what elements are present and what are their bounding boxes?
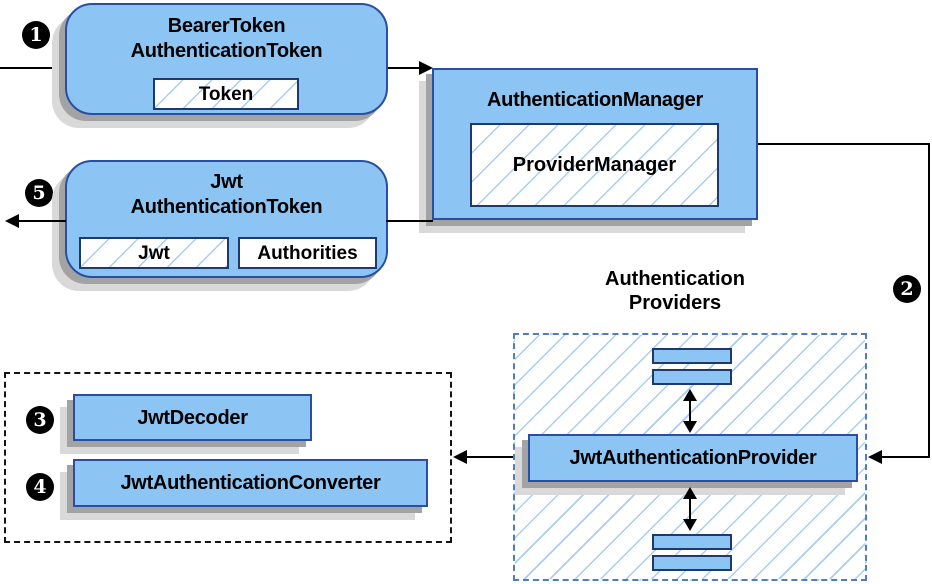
provider-to-decoder-line [466, 456, 513, 458]
manager-to-provider-line-bottom [881, 456, 930, 458]
bearer-token-title-line2: AuthenticationToken [130, 40, 323, 62]
step-5-badge: 5 [25, 179, 53, 207]
provider-stack-top-bar-1 [652, 348, 732, 364]
bidirectional-arrow-bottom-line [689, 496, 691, 522]
jwt-token-title-line2: AuthenticationToken [130, 196, 323, 218]
outgoing-response-line [16, 220, 66, 222]
step-1-badge: 1 [22, 21, 50, 49]
jwt-token-title-line1: Jwt [210, 171, 243, 193]
decoder-dashed-container [4, 372, 452, 543]
manager-to-provider-arrowhead [868, 450, 882, 464]
jwt-authentication-provider-title: JwtAuthenticationProvider [569, 447, 817, 469]
authentication-manager-title: AuthenticationManager [487, 89, 703, 111]
authentication-providers-label-line2: Providers [628, 292, 722, 314]
provider-manager-chip: ProviderManager [470, 123, 719, 207]
bidirectional-arrow-bottom-down-arrowhead [683, 519, 697, 531]
bidirectional-arrow-top-down-arrowhead [683, 421, 697, 433]
bearer-to-manager-arrowhead [419, 61, 433, 75]
manager-to-jwt-token-line [386, 220, 433, 222]
node-jwt-authentication-provider: JwtAuthenticationProvider [528, 434, 858, 482]
outgoing-response-arrowhead [5, 214, 19, 228]
authentication-providers-label-line1: Authentication [605, 268, 745, 290]
node-bearer-token-authentication-token: BearerToken AuthenticationToken Token [65, 3, 388, 115]
bidirectional-arrow-top-up-arrowhead [683, 389, 697, 401]
bearer-token-title-line1: BearerToken [167, 15, 286, 37]
bidirectional-arrow-bottom-up-arrowhead [683, 487, 697, 499]
node-authentication-manager: AuthenticationManager ProviderManager [432, 68, 758, 220]
node-jwt-decoder: JwtDecoder [73, 394, 312, 441]
node-jwt-authentication-token: Jwt AuthenticationToken Jwt Authorities [65, 160, 388, 278]
step-4-badge: 4 [26, 473, 54, 501]
manager-to-provider-line-vertical [928, 143, 930, 458]
step-2-badge: 2 [893, 275, 921, 303]
provider-stack-bottom-bar-2 [652, 555, 732, 571]
authentication-providers-label: Authentication Providers [545, 267, 805, 315]
step-3-badge: 3 [26, 406, 54, 434]
provider-stack-bottom-bar-1 [652, 534, 732, 550]
bidirectional-arrow-top-line [689, 398, 691, 424]
bearer-token-title: BearerToken AuthenticationToken [67, 14, 386, 64]
jwt-chip: Jwt [79, 237, 229, 269]
provider-to-decoder-arrowhead [453, 450, 467, 464]
manager-to-provider-line-top [758, 143, 930, 145]
token-chip: Token [153, 78, 299, 110]
jwt-authentication-converter-title: JwtAuthenticationConverter [120, 472, 381, 494]
bearer-to-manager-line [388, 67, 422, 69]
authorities-chip: Authorities [238, 237, 377, 269]
provider-stack-top-bar-2 [652, 369, 732, 385]
node-jwt-authentication-converter: JwtAuthenticationConverter [73, 459, 428, 507]
incoming-request-line [0, 67, 66, 69]
jwt-token-title: Jwt AuthenticationToken [67, 170, 386, 220]
jwt-decoder-title: JwtDecoder [137, 407, 248, 429]
